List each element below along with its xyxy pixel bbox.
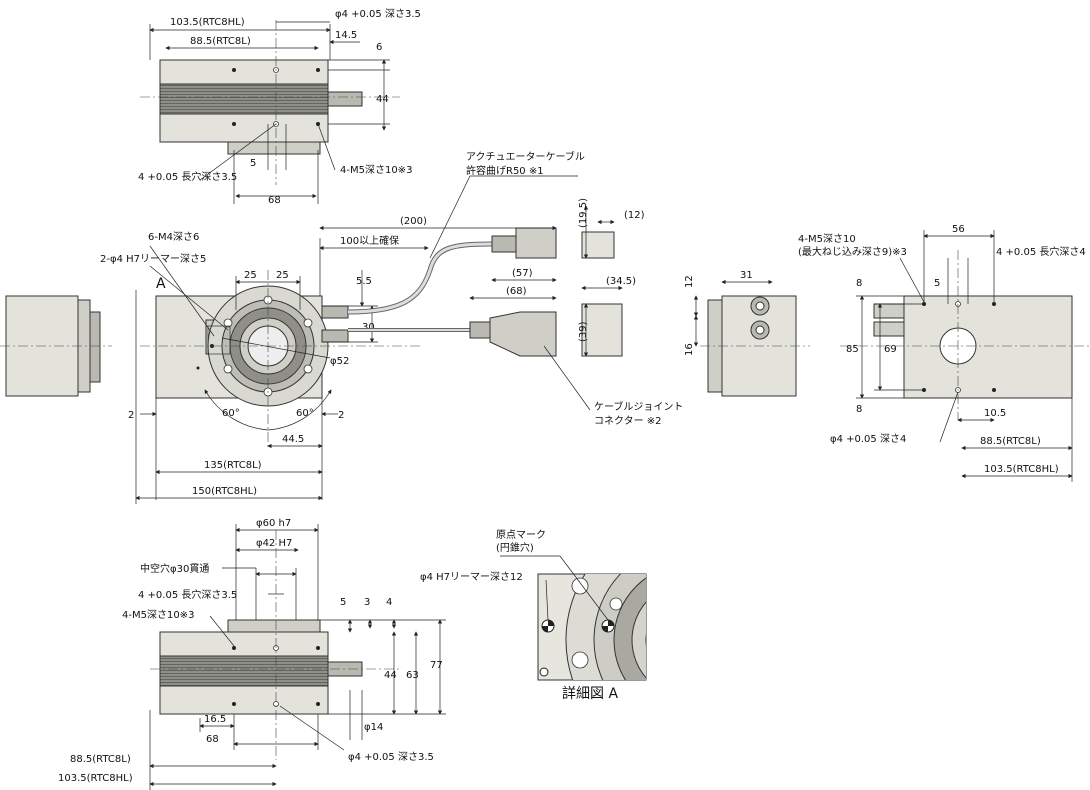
cable-d-12: (12) xyxy=(624,210,645,221)
bottom-d-phi42: φ42 H7 xyxy=(256,538,292,549)
cable-d-57: (57) xyxy=(512,268,533,279)
front-d-phi52: φ52 xyxy=(330,356,349,367)
cable-d-19-5: (19.5) xyxy=(578,198,589,228)
right-d-12: 12 xyxy=(684,275,695,288)
top-d-14-5: 14.5 xyxy=(335,30,357,41)
top-view: 103.5(RTC8HL) 88.5(RTC8L) φ4 +0.05 深さ3.5… xyxy=(138,8,421,206)
right-slot: 4 +0.05 長穴深さ4 xyxy=(996,245,1086,258)
bottom-d-phi14: φ14 xyxy=(364,722,383,733)
bottom-d-16-5: 16.5 xyxy=(204,714,226,725)
bottom-phi4: φ4 +0.05 深さ3.5 xyxy=(348,751,434,763)
bottom-d-44: 44 xyxy=(384,670,397,681)
bottom-d-88-5: 88.5(RTC8L) xyxy=(70,754,131,765)
right-phi4: φ4 +0.05 深さ4 xyxy=(830,433,906,445)
joint-note-2: コネクター ※2 xyxy=(594,415,662,427)
detail-a: 原点マーク (円錐穴) φ4 H7リーマー深さ12 詳細図 A xyxy=(420,529,647,702)
front-d-25a: 25 xyxy=(244,270,257,281)
joint-note-1: ケーブルジョイント xyxy=(594,400,683,413)
top-d-phi4: φ4 +0.05 深さ3.5 xyxy=(335,8,421,20)
top-view-fins xyxy=(159,83,329,115)
detail-origin-1: 原点マーク xyxy=(496,529,546,541)
front-d-5-5: 5.5 xyxy=(356,276,372,287)
top-d-44: 44 xyxy=(376,94,389,105)
front-d-135: 135(RTC8L) xyxy=(204,460,262,471)
right-d-56: 56 xyxy=(952,224,965,235)
top-view-connector xyxy=(327,91,363,107)
bottom-d-68: 68 xyxy=(206,734,219,745)
top-view-flange xyxy=(227,141,321,155)
connector-end-view: 31 12 16 xyxy=(684,270,810,397)
front-d-2a: 2 xyxy=(128,410,134,421)
top-d-103-5: 103.5(RTC8HL) xyxy=(170,17,245,28)
bottom-view: φ60 h7 φ42 H7 中空穴φ30貫通 4 +0.05 長穴深さ3.5 4… xyxy=(58,518,446,790)
right-d-103-5: 103.5(RTC8HL) xyxy=(984,464,1059,475)
bottom-d-phi60: φ60 h7 xyxy=(256,518,291,529)
top-d-6: 6 xyxy=(376,42,382,53)
right-d-31: 31 xyxy=(740,270,753,281)
front-d-60a: 60° xyxy=(222,408,240,419)
cable-section: アクチュエーターケーブル 許容曲げR50 ※1 (200) 100以上確保 (5… xyxy=(319,150,683,427)
cable-d-68: (68) xyxy=(506,286,527,297)
bottom-d-5: 5 xyxy=(340,597,346,608)
front-d-2b: 2 xyxy=(338,410,344,421)
front-d-44-5: 44.5 xyxy=(282,434,304,445)
bottom-d-3: 3 xyxy=(364,597,370,608)
cable-note-1: アクチュエーターケーブル xyxy=(466,150,585,163)
top-d-88-5: 88.5(RTC8L) xyxy=(190,36,251,47)
bottom-d-63: 63 xyxy=(406,670,419,681)
bottom-d-103-5: 103.5(RTC8HL) xyxy=(58,773,133,784)
right-d-8b: 8 xyxy=(856,404,862,415)
front-d-60b: 60° xyxy=(296,408,314,419)
front-m4: 6-M4深さ6 xyxy=(148,231,199,243)
top-d-m5: 4-M5深さ10※3 xyxy=(340,164,412,176)
front-view: 6-M4深さ6 2-φ4 H7リーマー深さ5 A 25 25 5.5 30 φ5… xyxy=(100,231,420,504)
cable-joint-connector xyxy=(489,311,557,357)
cable-d-34-5: (34.5) xyxy=(606,276,636,287)
right-m5: 4-M5深さ10 xyxy=(798,233,856,245)
right-m5-note: (最大ねじ込み深さ9)※3 xyxy=(798,245,907,258)
bottom-m5: 4-M5深さ10※3 xyxy=(122,609,194,621)
detail-caption: 詳細図 A xyxy=(562,686,618,702)
right-d-85: 85 xyxy=(846,344,859,355)
front-d-25b: 25 xyxy=(276,270,289,281)
left-side-view xyxy=(0,295,112,397)
front-d-150: 150(RTC8HL) xyxy=(192,486,257,497)
bottom-d-77: 77 xyxy=(430,660,443,671)
front-d-30: 30 xyxy=(362,322,375,333)
right-d-69: 69 xyxy=(884,344,897,355)
right-d-5: 5 xyxy=(934,278,940,289)
cable-d-39: (39) xyxy=(578,321,589,342)
detail-reamer: φ4 H7リーマー深さ12 xyxy=(420,571,523,583)
cable-d-200: (200) xyxy=(400,216,427,227)
right-d-10-5: 10.5 xyxy=(984,408,1006,419)
top-d-slot: 4 +0.05 長穴深さ3.5 xyxy=(138,170,237,183)
front-reamer: 2-φ4 H7リーマー深さ5 xyxy=(100,253,206,265)
far-right-view: 4-M5深さ10 (最大ねじ込み深さ9)※3 56 4 +0.05 長穴深さ4 … xyxy=(798,224,1090,482)
bottom-hollow: 中空穴φ30貫通 xyxy=(140,562,209,575)
cable-note-2: 許容曲げR50 ※1 xyxy=(466,164,544,177)
front-label-a: A xyxy=(156,276,166,292)
bottom-slot: 4 +0.05 長穴深さ3.5 xyxy=(138,588,237,601)
top-d-5: 5 xyxy=(250,158,256,169)
top-d-68: 68 xyxy=(268,195,281,206)
bottom-d-4: 4 xyxy=(386,597,392,608)
right-d-16: 16 xyxy=(684,343,695,356)
detail-origin-2: (円錐穴) xyxy=(496,541,534,554)
cable-connector-1 xyxy=(515,227,557,259)
right-d-88-5: 88.5(RTC8L) xyxy=(980,436,1041,447)
cable-d-100: 100以上確保 xyxy=(340,234,399,247)
right-d-8a: 8 xyxy=(856,278,862,289)
